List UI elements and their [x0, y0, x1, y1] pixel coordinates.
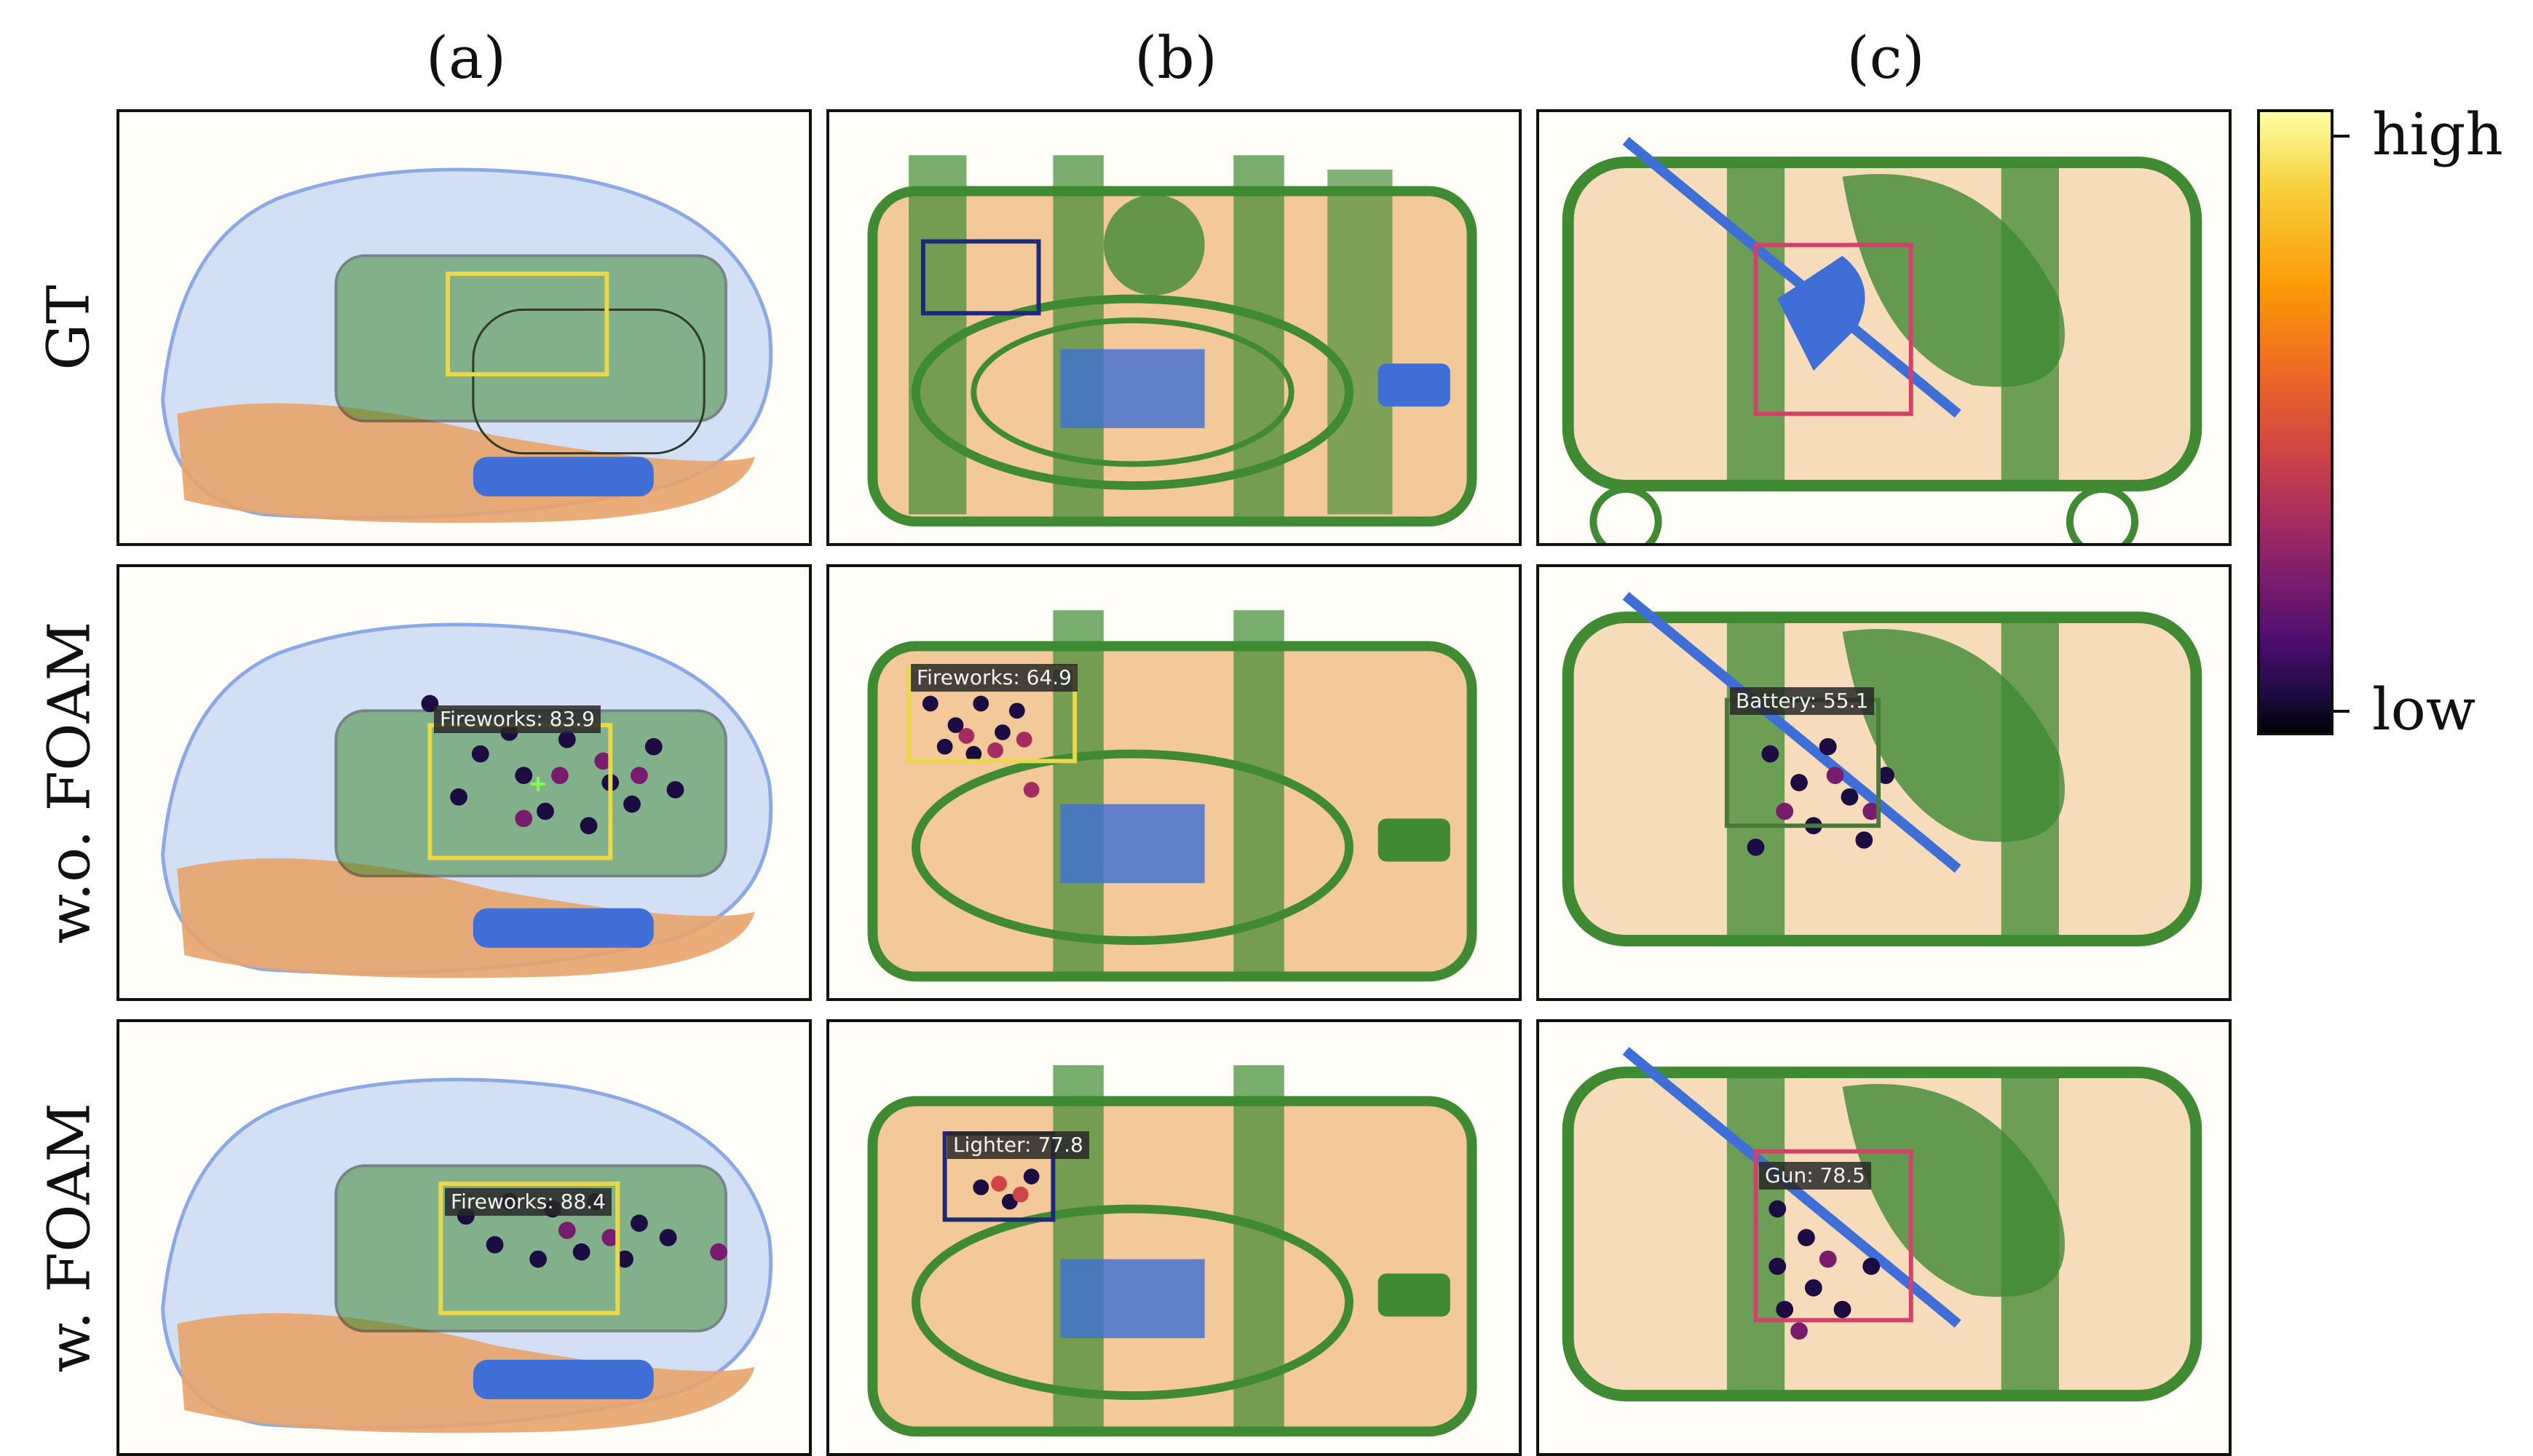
panel-b-without-foam: Fireworks: 64.9 — [826, 564, 1522, 1001]
panel-b-gt — [826, 109, 1522, 546]
xray-image-c-without-foam — [1562, 592, 2202, 946]
xray-image-b-gt — [867, 155, 1477, 527]
xray-image-c-gt — [1562, 137, 2202, 543]
det-label-b-without-foam: Fireworks: 64.9 — [911, 664, 1078, 692]
panel-c-with-foam: Gun: 78.5 — [1536, 1019, 2232, 1456]
xray-image-b-with-foam — [867, 1065, 1477, 1437]
det-label-c-with-foam: Gun: 78.5 — [1759, 1162, 1871, 1190]
det-box-c-with-foam — [1753, 1149, 1913, 1323]
det-label-a-without-foam: Fireworks: 83.9 — [434, 705, 601, 733]
row-header-with-foam-text: w. FOAM — [35, 1102, 103, 1373]
row-header-gt-text: GT — [34, 285, 103, 371]
row-header-without-foam: w.o. FOAM — [18, 564, 120, 1001]
colorbar-label-high: high — [2372, 100, 2503, 168]
colorbar-label-low: low — [2372, 676, 2476, 743]
colorbar-tick-low — [2334, 710, 2350, 713]
panel-a-without-foam: Fireworks: 83.9 — [116, 564, 812, 1001]
det-label-b-with-foam: Lighter: 77.8 — [947, 1131, 1089, 1159]
column-header-c: (c) — [1846, 24, 1925, 92]
panel-c-gt — [1536, 109, 2232, 546]
colorbar — [2257, 109, 2334, 735]
colorbar-tick-high — [2334, 135, 2350, 138]
panel-c-without-foam: Battery: 55.1 — [1536, 564, 2232, 1001]
xray-image-a-without-foam — [161, 622, 773, 978]
panel-a-with-foam: Fireworks: 88.4 — [116, 1019, 812, 1456]
gt-box-a — [446, 272, 609, 377]
gt-box-c — [1753, 242, 1913, 416]
panel-b-with-foam: Lighter: 77.8 — [826, 1019, 1522, 1456]
xray-image-a-gt — [161, 167, 773, 523]
xray-image-c-with-foam — [1562, 1047, 2202, 1401]
column-header-a: (a) — [425, 24, 507, 92]
xray-image-b-without-foam — [867, 610, 1477, 982]
panel-a-gt — [116, 109, 812, 546]
row-header-without-foam-text: w.o. FOAM — [35, 621, 103, 944]
gt-box-b — [920, 239, 1041, 316]
row-header-with-foam: w. FOAM — [18, 1019, 120, 1456]
column-header-b: (b) — [1134, 24, 1217, 92]
det-label-a-with-foam: Fireworks: 88.4 — [445, 1188, 612, 1216]
row-header-gt: GT — [18, 109, 120, 546]
xray-image-a-with-foam — [161, 1077, 773, 1433]
det-box-a-with-foam — [438, 1182, 620, 1315]
det-label-c-without-foam: Battery: 55.1 — [1730, 687, 1875, 715]
